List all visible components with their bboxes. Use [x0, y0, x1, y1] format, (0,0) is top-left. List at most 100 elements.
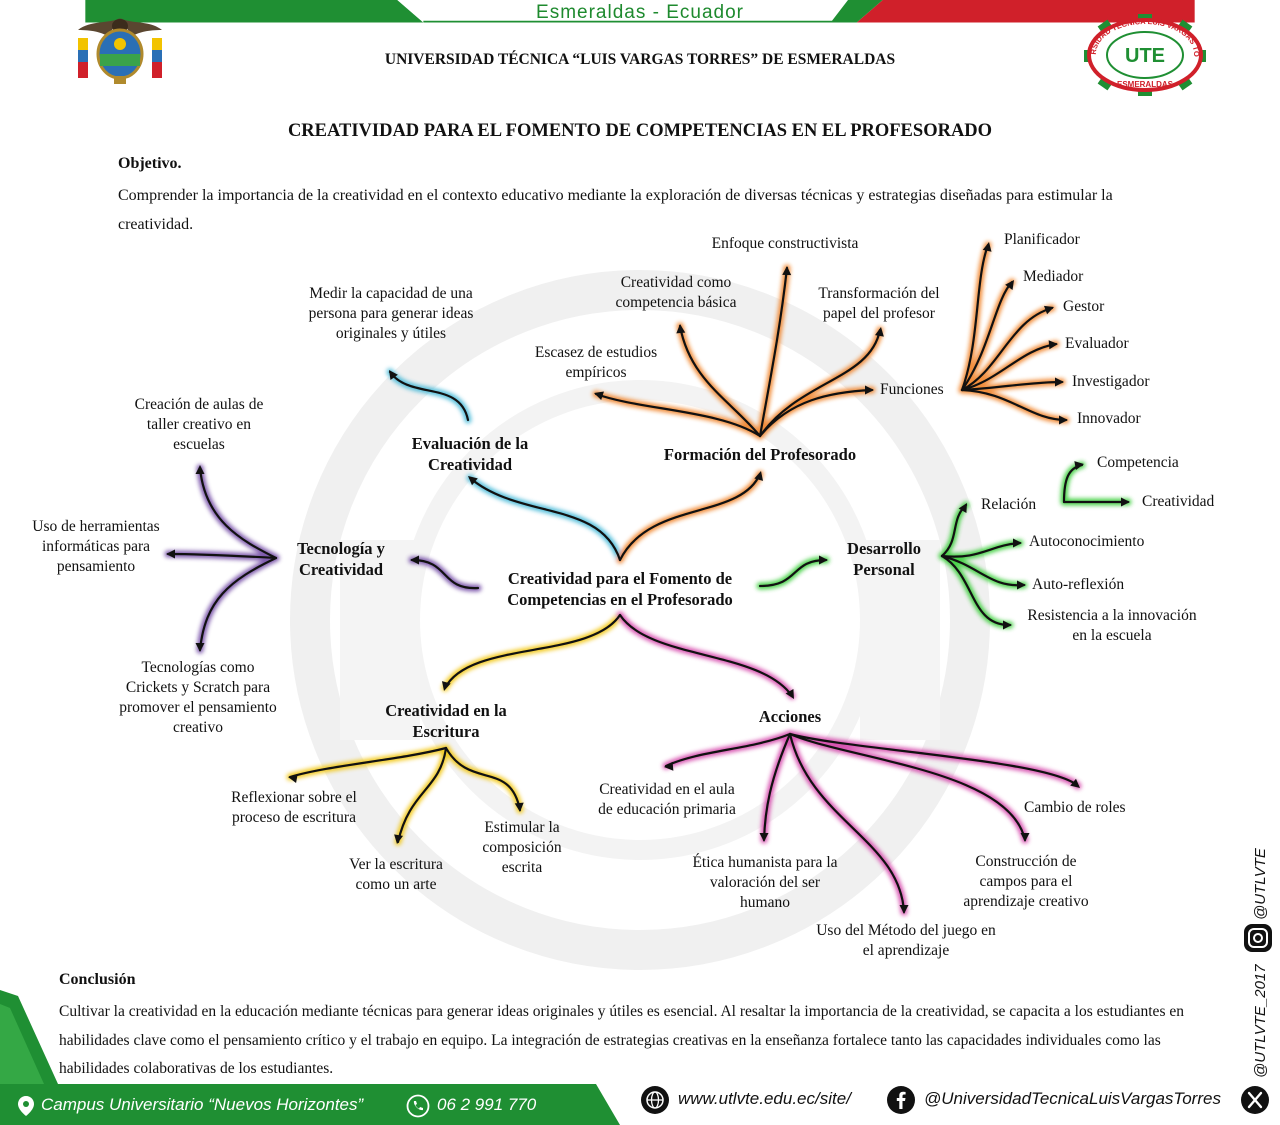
objective-text: Comprender la importancia de la creativi… [118, 187, 1113, 233]
conn-tec-aulas-arrowhead [195, 465, 205, 474]
conn-form-creatcomp-arrowhead [676, 324, 686, 334]
node-etica-humanista: Ética humanista para la valoración del s… [692, 854, 838, 911]
facebook-icon[interactable] [886, 1085, 916, 1115]
node-ver-escritura: Ver la escritura como un arte [349, 856, 443, 893]
conn-acc-etica-arrowhead [759, 833, 769, 842]
conn-esc-reflexionar [288, 746, 448, 779]
conn-fun-innovador-glow [958, 386, 1070, 424]
node-auto-reflexion: Auto-reflexión [1032, 576, 1125, 593]
node-innovador: Innovador [1077, 410, 1141, 427]
conn-form-enfoque [758, 266, 789, 438]
instagram-icon[interactable] [1244, 924, 1272, 952]
conn-des-resistencia-arrowhead [1003, 620, 1012, 630]
page-title: CREATIVIDAD PARA EL FOMENTO DE COMPETENC… [287, 121, 993, 141]
conn-des-autoref [940, 554, 1026, 587]
branch-desarrollo: Desarrollo Personal [847, 539, 921, 579]
branch-tecnologia: Tecnología y Creatividad [297, 539, 385, 579]
conn-acc-construccion-arrowhead [1020, 833, 1030, 842]
logo-bottom-text: ESMERALDAS [1117, 80, 1174, 89]
conn-des-relacion-arrowhead [958, 503, 967, 514]
conn-center-evaluacion-arrowhead [468, 476, 478, 486]
conclusion-label: Conclusión [59, 971, 136, 988]
node-cambio-roles: Cambio de roles [1024, 799, 1126, 816]
conn-tec-aulas-glow [196, 464, 280, 562]
footer-website[interactable]: www.utlvte.edu.ec/site/ [678, 1089, 851, 1108]
conn-rel-creatividad-arrowhead [1121, 497, 1130, 507]
node-creacion-aulas: Creación de aulas de taller creativo en … [134, 396, 264, 453]
node-creatividad: Creatividad [1142, 493, 1215, 510]
conn-fun-investigador [960, 380, 1064, 392]
university-name: UNIVERSIDAD TÉCNICA “LUIS VARGAS TORRES”… [384, 51, 896, 68]
conn-acc-etica [762, 732, 792, 842]
node-creatividad-aula: Creatividad en el aula de educación prim… [598, 781, 736, 818]
conn-form-funciones-arrowhead [865, 385, 874, 395]
footer-green-slash [0, 990, 58, 1084]
node-evaluador: Evaluador [1065, 335, 1129, 352]
conn-center-formacion-arrowhead [754, 471, 764, 481]
footer-facebook[interactable]: @UniversidadTecnicaLuisVargasTorres [924, 1089, 1221, 1108]
branch-escritura: Creatividad en la Escritura [385, 701, 507, 741]
conn-fun-planificador [960, 243, 990, 392]
conn-fun-gestor-arrowhead [1044, 305, 1054, 315]
footer-phone: 06 2 991 770 [437, 1095, 537, 1114]
ecuador-coat-of-arms-icon [78, 18, 162, 84]
x-icon[interactable] [1240, 1085, 1270, 1115]
conn-fun-mediador [960, 280, 1014, 392]
conn-form-enfoque-arrowhead [782, 266, 792, 276]
conn-center-escritura-arrowhead [441, 681, 451, 691]
node-creatividad-competencia: Creatividad como competencia básica [615, 274, 737, 311]
conn-form-transf-arrowhead [875, 327, 884, 337]
node-competencia: Competencia [1097, 454, 1179, 471]
conn-fun-mediador-arrowhead [1005, 280, 1014, 290]
conn-form-transf [758, 328, 882, 438]
node-autoconocimiento: Autoconocimiento [1029, 533, 1145, 550]
conn-des-resistencia [940, 554, 1012, 627]
objective-label: Objetivo. [118, 155, 182, 172]
conn-center-tecnologia-arrowhead [410, 555, 419, 565]
conn-acc-cambio-arrowhead [1070, 778, 1080, 788]
conn-center-desarrollo-arrowhead [819, 555, 828, 565]
conn-acc-cambio [788, 732, 1080, 788]
footer-green-band [0, 1084, 620, 1125]
node-mediador: Mediador [1023, 268, 1084, 285]
node-reflexionar-proceso: Reflexionar sobre el proceso de escritur… [231, 789, 357, 826]
connector-lines [166, 243, 1130, 914]
node-estimular-composicion: Estimular la composición escrita [482, 819, 562, 876]
conn-acc-construccion [788, 732, 1027, 842]
conn-tec-crickets-arrowhead [195, 643, 205, 652]
conn-form-escasez [594, 392, 762, 438]
conn-acc-etica-glow [760, 730, 794, 844]
conn-center-evaluacion-glow [466, 474, 624, 564]
conn-fun-gestor [960, 306, 1054, 392]
node-metodo-juego: Uso del Método del juego en el aprendiza… [816, 922, 996, 959]
branch-evaluacion: Evaluación de la Creatividad [411, 434, 529, 474]
conn-form-funciones [758, 388, 874, 438]
conn-esc-ver-arrowhead [394, 834, 403, 844]
header-city: Esmeraldas - Ecuador [536, 2, 744, 23]
university-logo-icon: UTE UNIVERSIDAD TECNICA LUIS VARGAS TORR… [1066, 14, 1206, 96]
conn-eval-medir [388, 370, 470, 422]
location-pin-icon [18, 1096, 34, 1116]
conn-esc-ver [396, 746, 448, 844]
branch-acciones: Acciones [758, 707, 822, 726]
conn-esc-estimular [444, 746, 522, 812]
conn-tec-aulas [198, 466, 278, 560]
branch-formacion: Formación del Profesorado [663, 445, 857, 464]
conn-center-formacion [618, 472, 762, 562]
conn-center-desarrollo [758, 558, 828, 588]
node-relacion: Relación [981, 496, 1037, 513]
conn-eval-medir-glow [386, 368, 472, 424]
conn-acc-aula-arrowhead [664, 761, 674, 771]
conn-tec-crickets [198, 556, 278, 652]
conn-acc-juego-arrowhead [899, 905, 909, 914]
header-band [85, 0, 1195, 23]
side-handle-1: @UTLVTE [1252, 847, 1269, 920]
conclusion-text: Cultivar la creatividad en la educación … [59, 1003, 1184, 1077]
side-social: @UTLVTE @UTLVTE_2017 [1244, 847, 1272, 1078]
node-investigador: Investigador [1072, 373, 1150, 390]
node-uso-herramientas: Uso de herramientas informáticas para pe… [32, 518, 160, 575]
node-tecnologias-crickets: Tecnologías como Crickets y Scratch para… [119, 659, 277, 736]
conn-fun-planificador-arrowhead [982, 242, 992, 252]
conn-form-escasez-arrowhead [594, 391, 604, 401]
conn-des-autocon-arrowhead [1013, 538, 1022, 548]
